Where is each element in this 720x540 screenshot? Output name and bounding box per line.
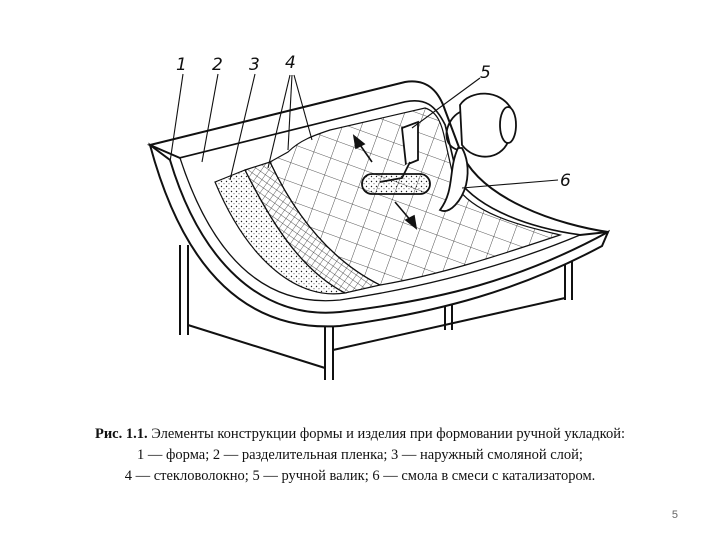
mold-illustration: 1 2 3 4 5 6: [146, 53, 611, 380]
resin-pour: [438, 147, 469, 212]
caption-line-3: 4 — стекловолокно; 5 — ручной валик; 6 —…: [124, 468, 596, 484]
label-1: 1: [176, 55, 187, 75]
caption-lead: Рис. 1.1.: [94, 426, 148, 442]
mold-stand: [179, 245, 573, 380]
hand-roller: [361, 120, 431, 195]
leader-lines: [169, 73, 559, 189]
caption-line-1: Рис. 1.1. Элементы конструкции формы и и…: [20, 424, 700, 445]
resin-container: [438, 92, 517, 212]
page-number: 5: [671, 509, 678, 521]
figure-caption: Рис. 1.1. Элементы конструкции формы и и…: [20, 424, 700, 487]
label-3: 3: [249, 55, 260, 75]
caption-line-1-text: Элементы конструкции формы и изделия при…: [147, 426, 626, 442]
fiberglass-coarse: [269, 107, 563, 286]
label-4: 4: [285, 53, 296, 73]
label-6: 6: [560, 171, 571, 191]
roller-motion-arrows: [352, 134, 418, 230]
label-5: 5: [480, 63, 491, 83]
label-2: 2: [212, 55, 223, 75]
caption-line-2: 1 — форма; 2 — разделительная пленка; 3 …: [137, 447, 583, 463]
